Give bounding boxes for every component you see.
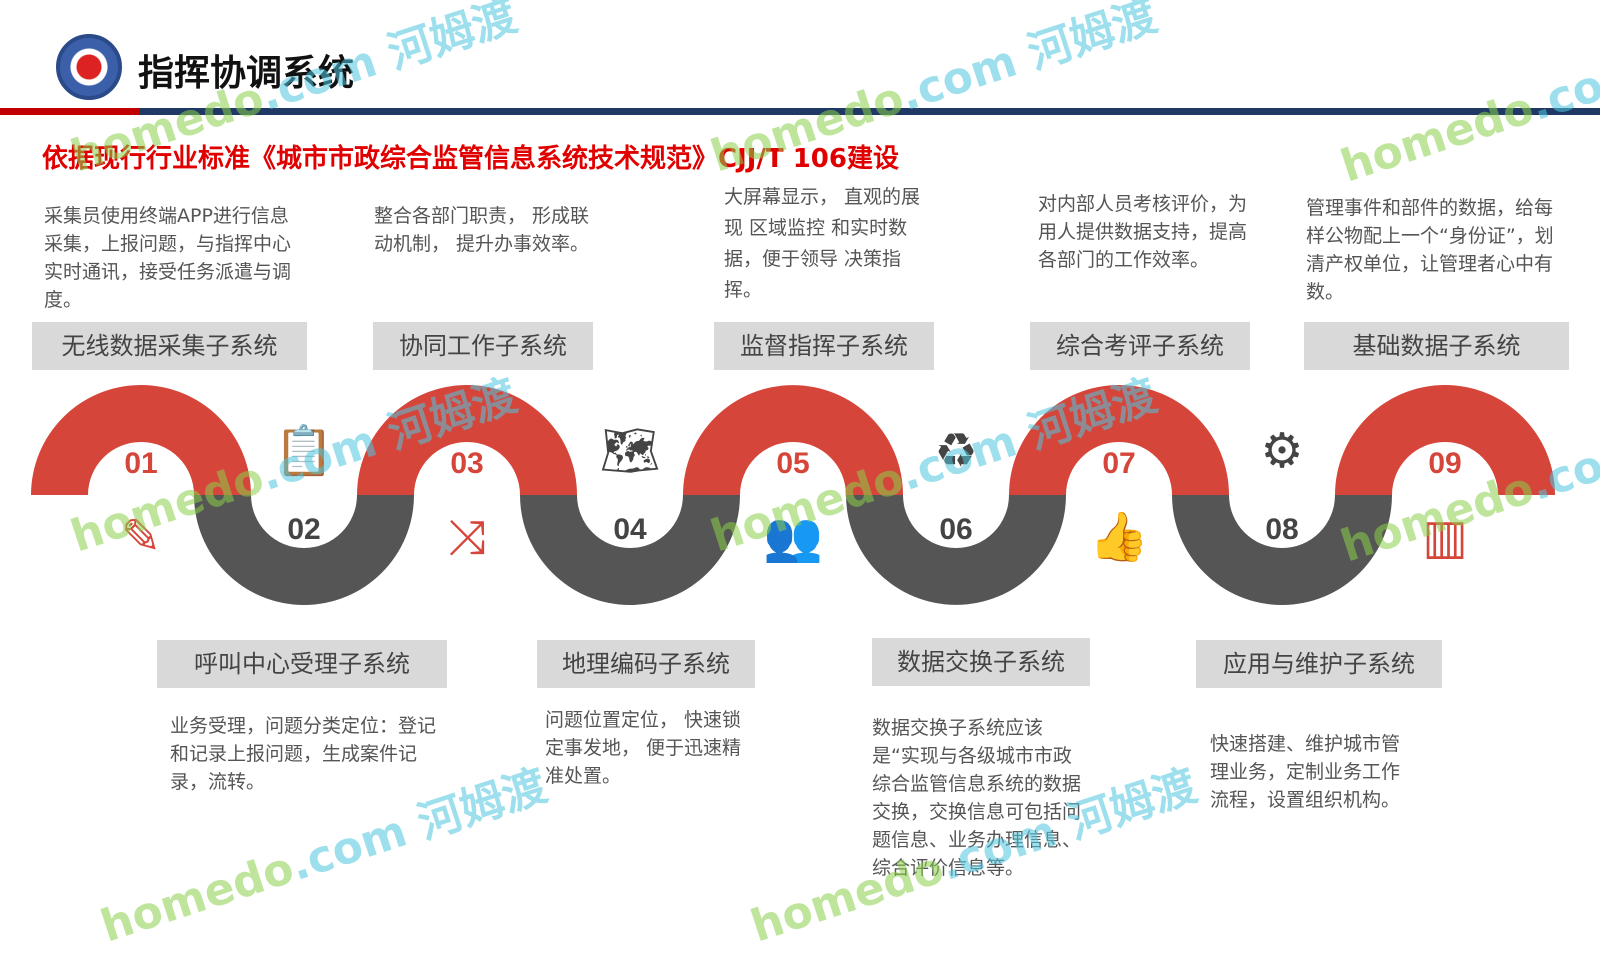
subtitle: 依据现行行业标准《城市市政综合监管信息系统技术规范》CJJ/T 106建设: [42, 144, 899, 174]
arc-step-03: [357, 385, 577, 495]
step-08-label: 应用与维护子系统: [1196, 640, 1442, 688]
arc-step-07: [1009, 385, 1229, 495]
step-01-label: 无线数据采集子系统: [32, 322, 307, 370]
step-04-desc: 问题位置定位， 快速锁定事发地， 便于迅速精准处置。: [545, 709, 742, 787]
arc-step-02: [194, 495, 414, 605]
books-icon: ▥: [1422, 509, 1467, 565]
step-08-desc: 快速搭建、维护城市管理业务，定制业务工作流程，设置组织机构。: [1210, 733, 1401, 811]
wave-diagram: 01 ✎ 02 📋 03 ⤨ 04 🗺 05 👥 06 ♻ 07 👍 08 ⚙ 09 ▥: [31, 385, 1555, 605]
presentation-icon: 👥: [763, 509, 823, 565]
page-title: 指挥协调系统: [138, 53, 355, 94]
step-number: 09: [1428, 447, 1461, 480]
step-number: 08: [1265, 513, 1298, 546]
step-04-label: 地理编码子系统: [537, 640, 755, 688]
divider-red: [0, 108, 140, 115]
thumbs-up-icon: 👍: [1089, 509, 1149, 565]
arc-step-05: [683, 385, 903, 495]
pen-document-icon: ✎: [121, 509, 161, 565]
step-05-label: 监督指挥子系统: [714, 322, 934, 370]
step-02-label: 呼叫中心受理子系统: [157, 640, 447, 688]
step-number: 05: [776, 447, 809, 480]
step-09-desc: 管理事件和部件的数据，给每样公物配上一个“身份证”，划清产权单位，让管理者心中有…: [1306, 197, 1554, 303]
step-number: 04: [613, 513, 647, 546]
step-06-label: 数据交换子系统: [872, 638, 1090, 686]
clipboard-icon: 📋: [274, 423, 334, 479]
step-06-desc: 数据交换子系统应该是“实现与各级城市市政综合监管信息系统的数据交换，交换信息可包…: [872, 717, 1082, 879]
emblem-logo: [56, 34, 122, 100]
divider-blue: [140, 108, 1600, 115]
step-07-label: 综合考评子系统: [1030, 322, 1250, 370]
gears-icon: ⚙: [1260, 423, 1303, 479]
recycle-icon: ♻: [934, 423, 977, 479]
arc-step-06: [846, 495, 1066, 605]
step-05-desc: 大屏幕显示， 直观的展现 区域监控 和实时数据，便于领导 决策指挥。: [724, 186, 921, 301]
arc-step-01: [31, 385, 251, 495]
step-02-desc: 业务受理，问题分类定位：登记和记录上报问题，生成案件记录，流转。: [170, 715, 437, 793]
step-03-label: 协同工作子系统: [373, 322, 593, 370]
step-01-desc: 采集员使用终端APP进行信息采集，上报问题，与指挥中心实时通讯，接受任务派遣与调…: [44, 205, 292, 311]
arc-step-04: [520, 495, 740, 605]
step-number: 02: [287, 513, 320, 546]
step-03-desc: 整合各部门职责， 形成联动机制， 提升办事效率。: [374, 205, 590, 255]
map-pin-icon: 🗺: [600, 423, 661, 479]
step-number: 01: [124, 447, 157, 480]
step-number: 07: [1102, 447, 1135, 480]
split-arrows-icon: ⤨: [448, 509, 486, 565]
step-number: 06: [939, 513, 972, 546]
step-number: 03: [450, 447, 483, 480]
arc-step-09: [1335, 385, 1555, 495]
step-09-label: 基础数据子系统: [1304, 322, 1569, 370]
arc-step-08: [1172, 495, 1392, 605]
step-07-desc: 对内部人员考核评价，为用人提供数据支持，提高各部门的工作效率。: [1038, 193, 1248, 271]
